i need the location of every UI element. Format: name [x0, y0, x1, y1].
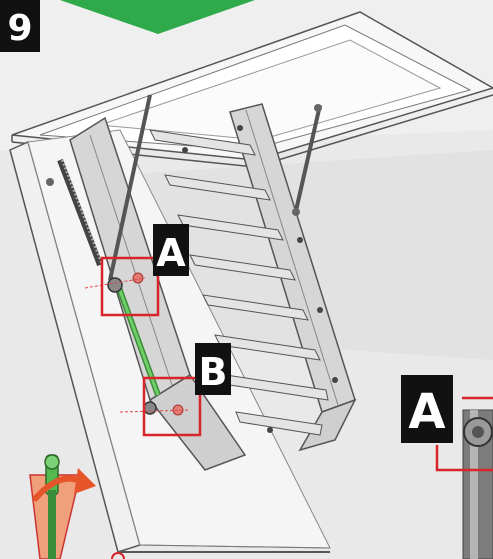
ceiling-hatch-frame — [11, 11, 493, 168]
rotate-arrow-icon — [31, 468, 96, 502]
callout-b-badge — [195, 343, 231, 395]
step-number: 9 — [7, 8, 32, 49]
step-number-badge — [0, 0, 40, 52]
step-arrow — [60, 0, 255, 34]
hinge-b — [119, 401, 191, 416]
highlight-box-b — [142, 376, 202, 437]
spring-mechanism — [46, 94, 322, 281]
callout-a-detail-badge — [401, 375, 453, 443]
callout-a-label: A — [156, 231, 186, 275]
callout-a-badge — [153, 224, 189, 276]
red-marker — [111, 552, 125, 559]
detail-a-closeup — [435, 396, 493, 559]
callout-a-detail-label: A — [408, 384, 445, 440]
callout-b-label: B — [199, 350, 228, 394]
highlight-box-a — [100, 256, 160, 317]
hinge-a — [84, 272, 146, 293]
green-rod-highlight — [116, 284, 160, 396]
